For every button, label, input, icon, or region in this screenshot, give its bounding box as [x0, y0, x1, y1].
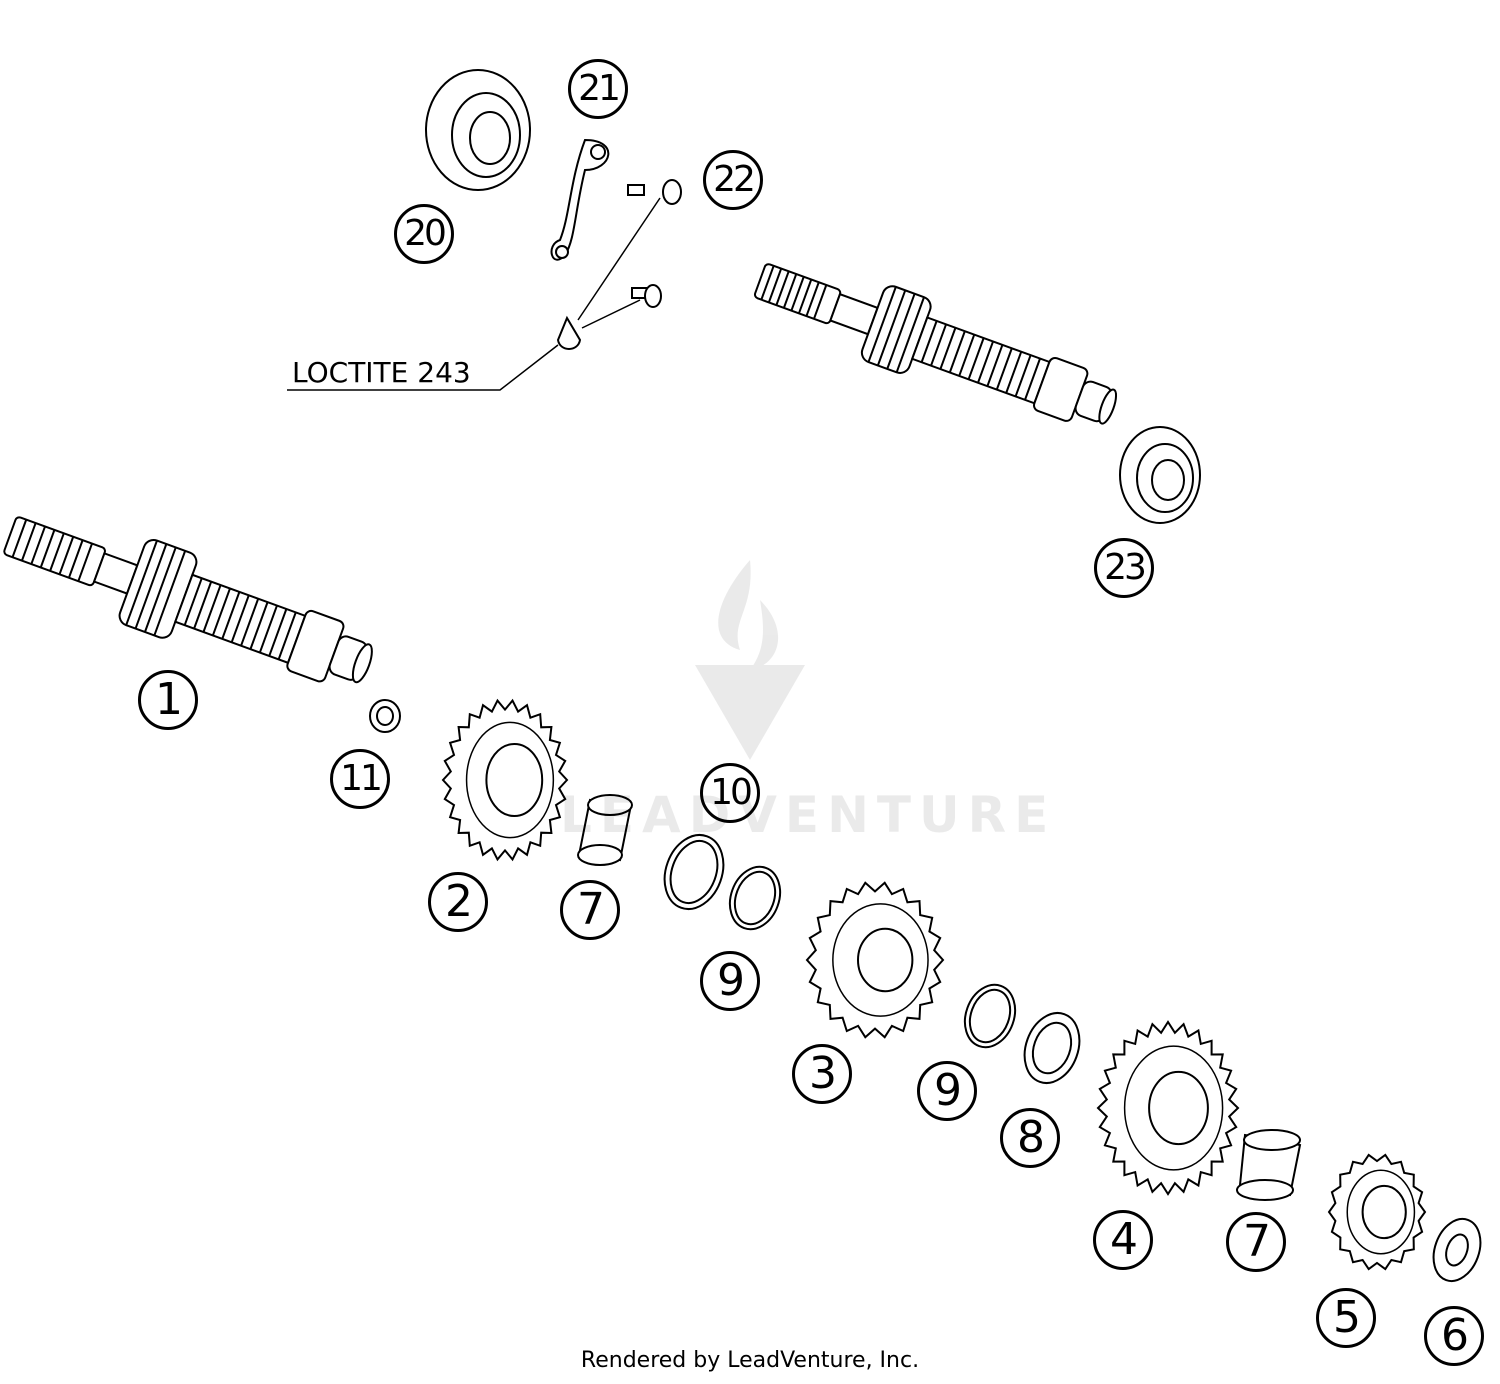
- gear-3-hub: [832, 903, 929, 1017]
- gear-4-bore: [1148, 1070, 1209, 1146]
- callout-4: 4: [1093, 1210, 1153, 1270]
- circlip-9-lower: [963, 983, 1017, 1049]
- gear-2: [441, 698, 569, 862]
- gear-4-hub: [1123, 1045, 1224, 1171]
- bearing-23: [1119, 426, 1201, 524]
- bushing-7-lower: [1236, 1129, 1302, 1201]
- upper-countershaft: [753, 263, 1118, 425]
- callout-10: 10: [700, 763, 760, 823]
- main-shaft-1: [3, 516, 373, 684]
- bearing-retainer-21: [550, 138, 610, 261]
- footer-credit: Rendered by LeadVenture, Inc.: [580, 1348, 920, 1373]
- watermark-text: LEADVENTURE: [560, 786, 1057, 844]
- gear-5-hub: [1346, 1169, 1416, 1255]
- callout-9-lower: 9: [917, 1061, 977, 1121]
- gears-group: [441, 698, 1427, 1271]
- callout-11: 11: [330, 749, 390, 809]
- lock-washer-8: [1023, 1012, 1081, 1084]
- callout-8: 8: [1000, 1108, 1060, 1168]
- watermark-logo: [695, 560, 805, 760]
- gear-5-bore: [1361, 1184, 1407, 1240]
- callout-6: 6: [1424, 1306, 1484, 1366]
- callout-22: 22: [703, 150, 763, 210]
- circlip-9-upper: [728, 865, 782, 931]
- washer-6: [1432, 1218, 1482, 1282]
- callout-20: 20: [394, 204, 454, 264]
- callout-23: 23: [1094, 538, 1154, 598]
- callout-1: 1: [138, 670, 198, 730]
- callout-21: 21: [568, 59, 628, 119]
- callout-7-lower: 7: [1226, 1212, 1286, 1272]
- loctite-leader: [287, 344, 559, 391]
- callout-9-upper: 9: [700, 951, 760, 1011]
- gear-5: [1327, 1153, 1427, 1271]
- bearing-20: [425, 69, 531, 191]
- gear-4: [1096, 1020, 1240, 1196]
- washer-10: [663, 834, 725, 910]
- bushing-7-upper: [577, 794, 633, 866]
- callout-2: 2: [428, 872, 488, 932]
- callout-3: 3: [792, 1044, 852, 1104]
- needle-bearing-11: [369, 699, 401, 733]
- callout-7-upper: 7: [560, 880, 620, 940]
- gear-2-hub: [465, 721, 555, 839]
- gear-2-bore: [485, 743, 544, 817]
- gear-3: [805, 881, 945, 1039]
- gear-3-bore: [857, 927, 914, 993]
- callout-5: 5: [1316, 1288, 1376, 1348]
- screws-22: [556, 179, 682, 350]
- loctite-annotation: LOCTITE 243: [292, 356, 471, 389]
